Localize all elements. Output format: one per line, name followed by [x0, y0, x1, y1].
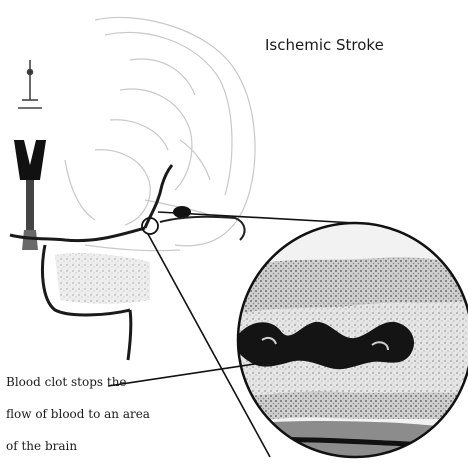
neck-artery-shape	[14, 140, 46, 250]
neck-shading	[55, 253, 150, 304]
diagram-title: Ischemic Stroke	[265, 36, 384, 54]
caption-line: Blood clot stops the	[6, 366, 206, 398]
caption-line: flow of blood to an area	[6, 398, 206, 430]
caption-line: of the brain	[6, 430, 206, 462]
top-left-marks	[18, 60, 42, 108]
clot-marker	[142, 206, 245, 240]
clot-caption: Blood clot stops the flow of blood to an…	[6, 366, 206, 462]
